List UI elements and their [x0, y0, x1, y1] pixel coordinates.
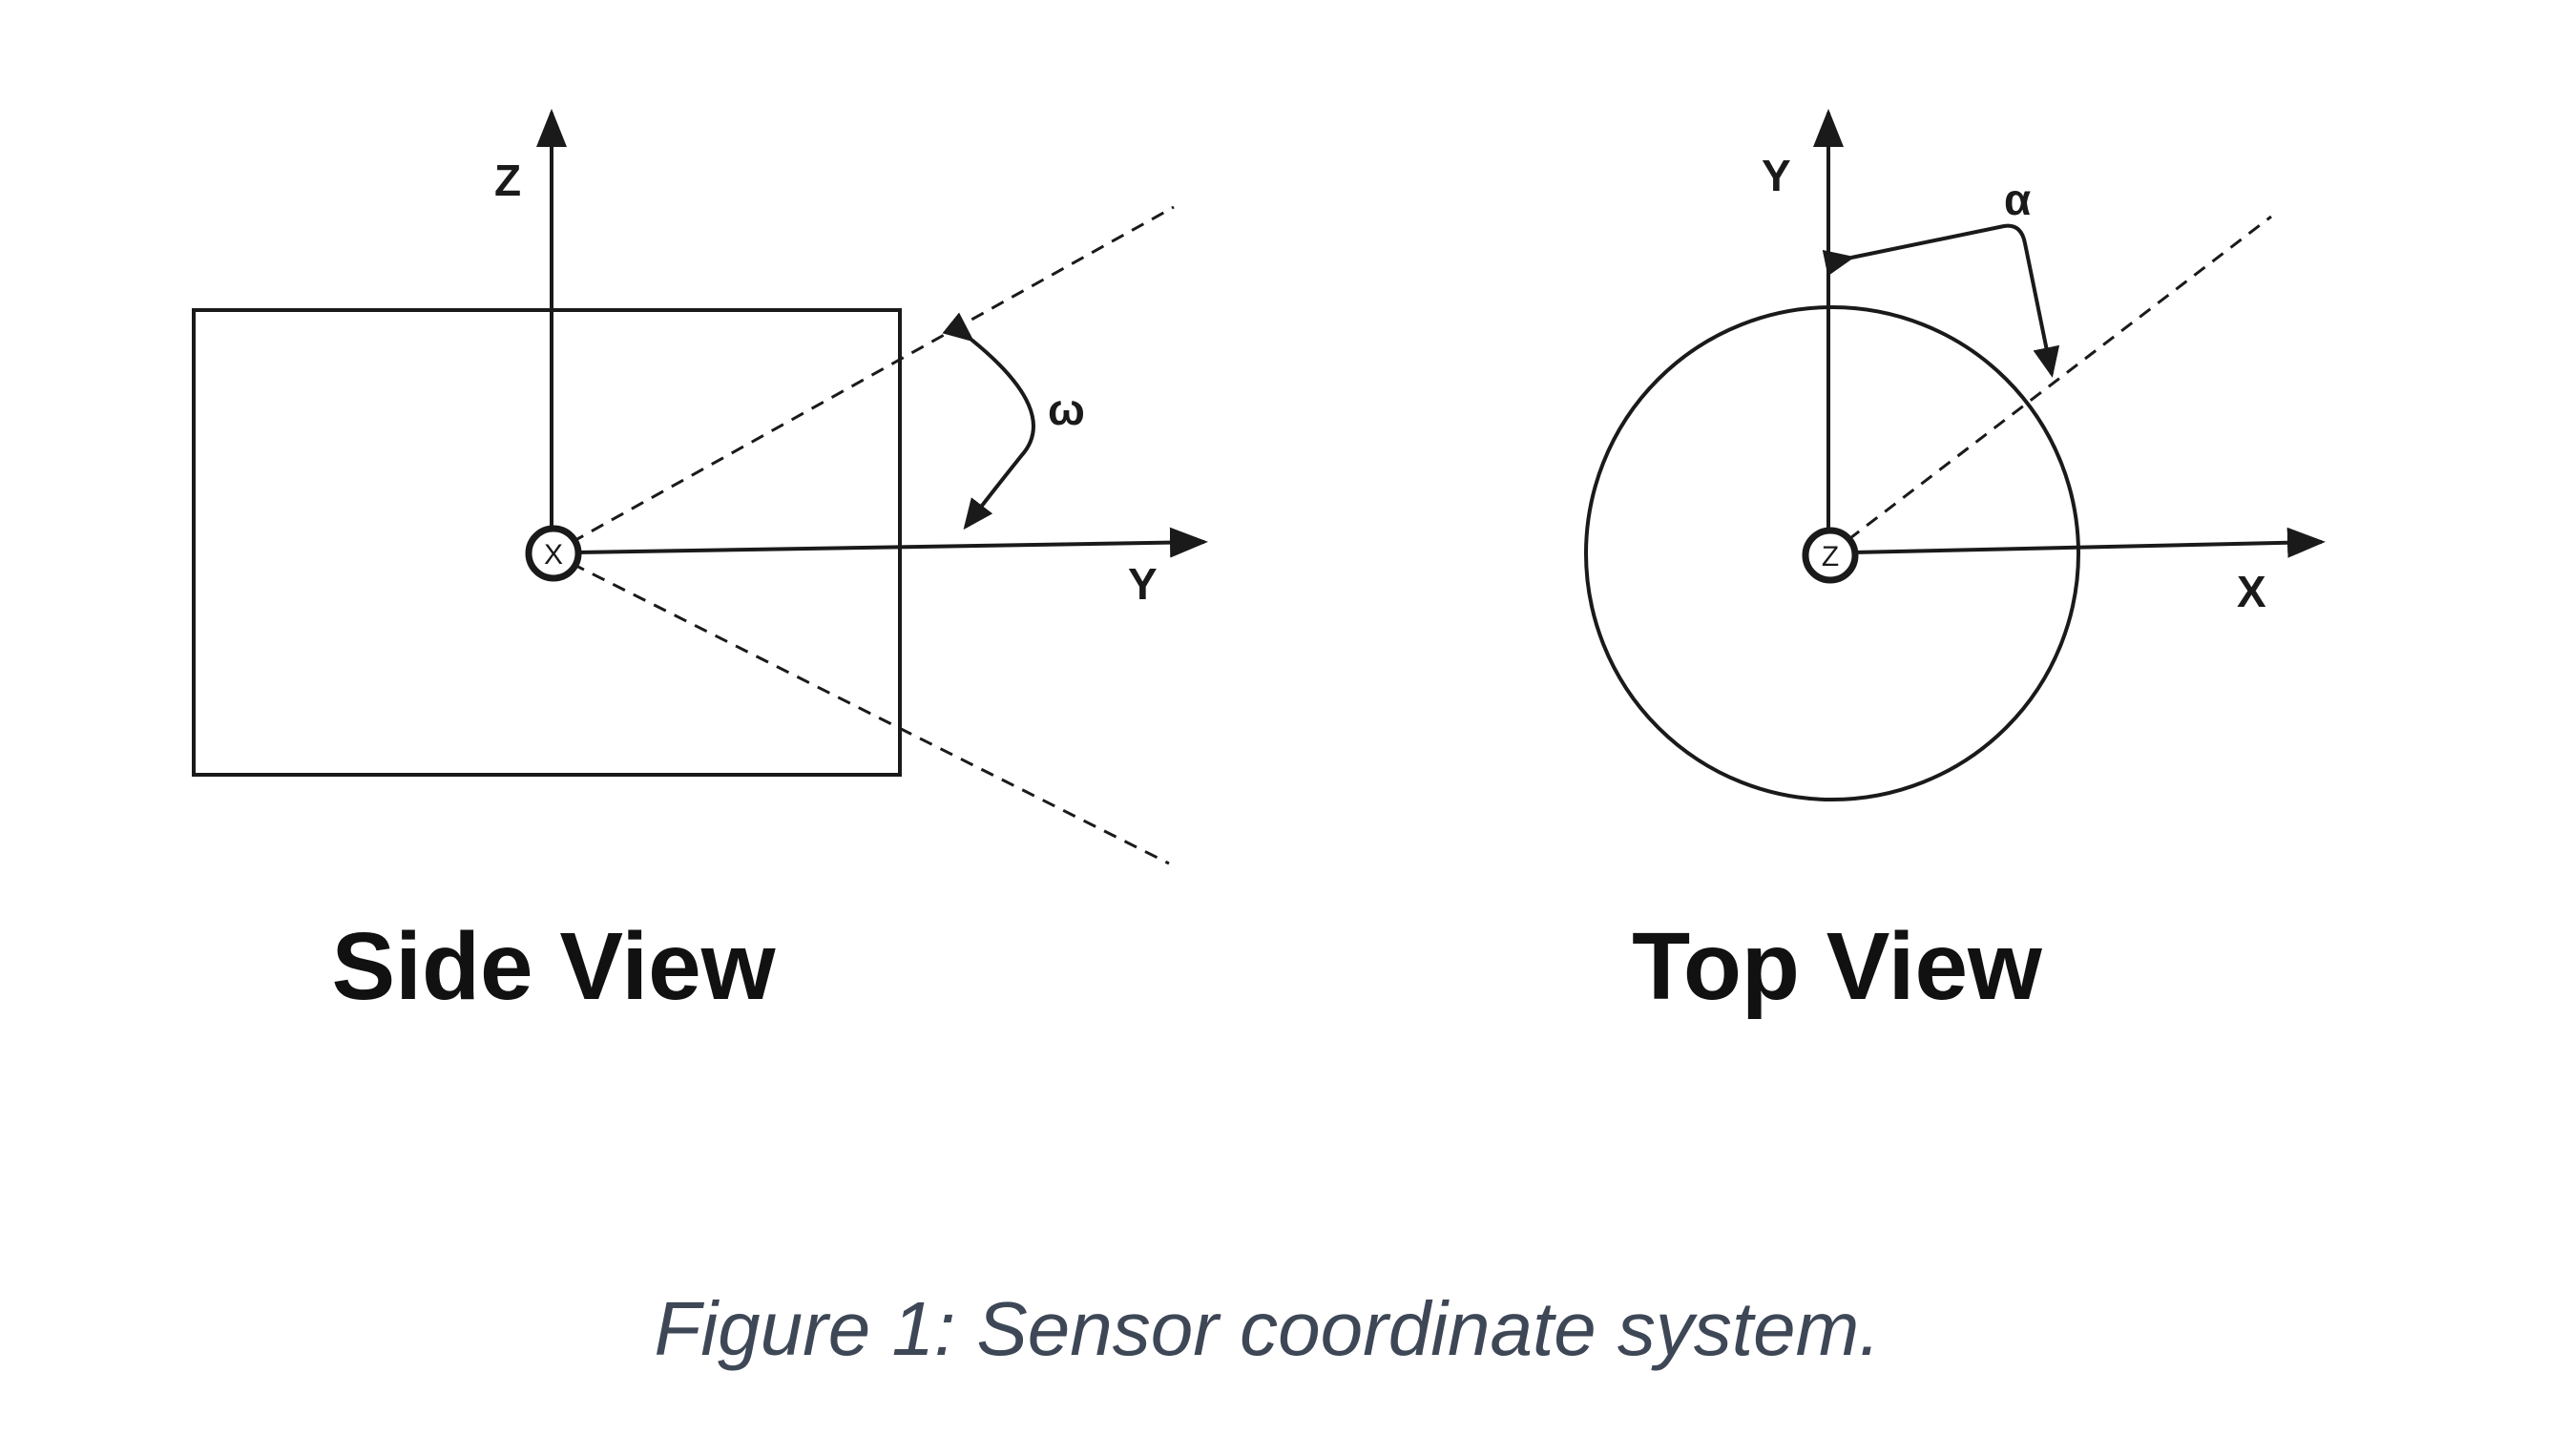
- figure-caption: Figure 1: Sensor coordinate system.: [654, 1286, 1880, 1371]
- origin-z-label: Z: [1822, 541, 1839, 572]
- omega-angle-label: ω: [1048, 385, 1085, 434]
- top-view-diagram: Y X Z α Top View: [1584, 109, 2326, 1020]
- top-view-title: Top View: [1632, 913, 2042, 1020]
- side-view-title: Side View: [331, 913, 775, 1020]
- origin-x-marker: [525, 525, 582, 582]
- fov-upper-boundary: [551, 205, 1175, 555]
- y-axis-arrow: [575, 527, 1208, 558]
- origin-z-marker: [1802, 527, 1859, 584]
- alpha-direction-line: [1829, 215, 2272, 555]
- y-axis-label: Y: [1128, 559, 1158, 609]
- alpha-angle-label: α: [2004, 175, 2031, 224]
- x-axis-arrow: [1852, 527, 2326, 558]
- x-axis-label: X: [2237, 567, 2266, 616]
- sensor-body-rectangle: [192, 308, 902, 777]
- fov-lower-boundary: [551, 551, 1170, 865]
- z-axis-label: Z: [494, 156, 521, 205]
- y-axis-label-top: Y: [1762, 151, 1791, 200]
- origin-x-label: X: [544, 539, 563, 571]
- alpha-angle-arrow: [1822, 223, 2060, 378]
- omega-angle-arrow: [942, 312, 1035, 530]
- side-view-diagram: Z Y X ω Side View: [192, 109, 1208, 1020]
